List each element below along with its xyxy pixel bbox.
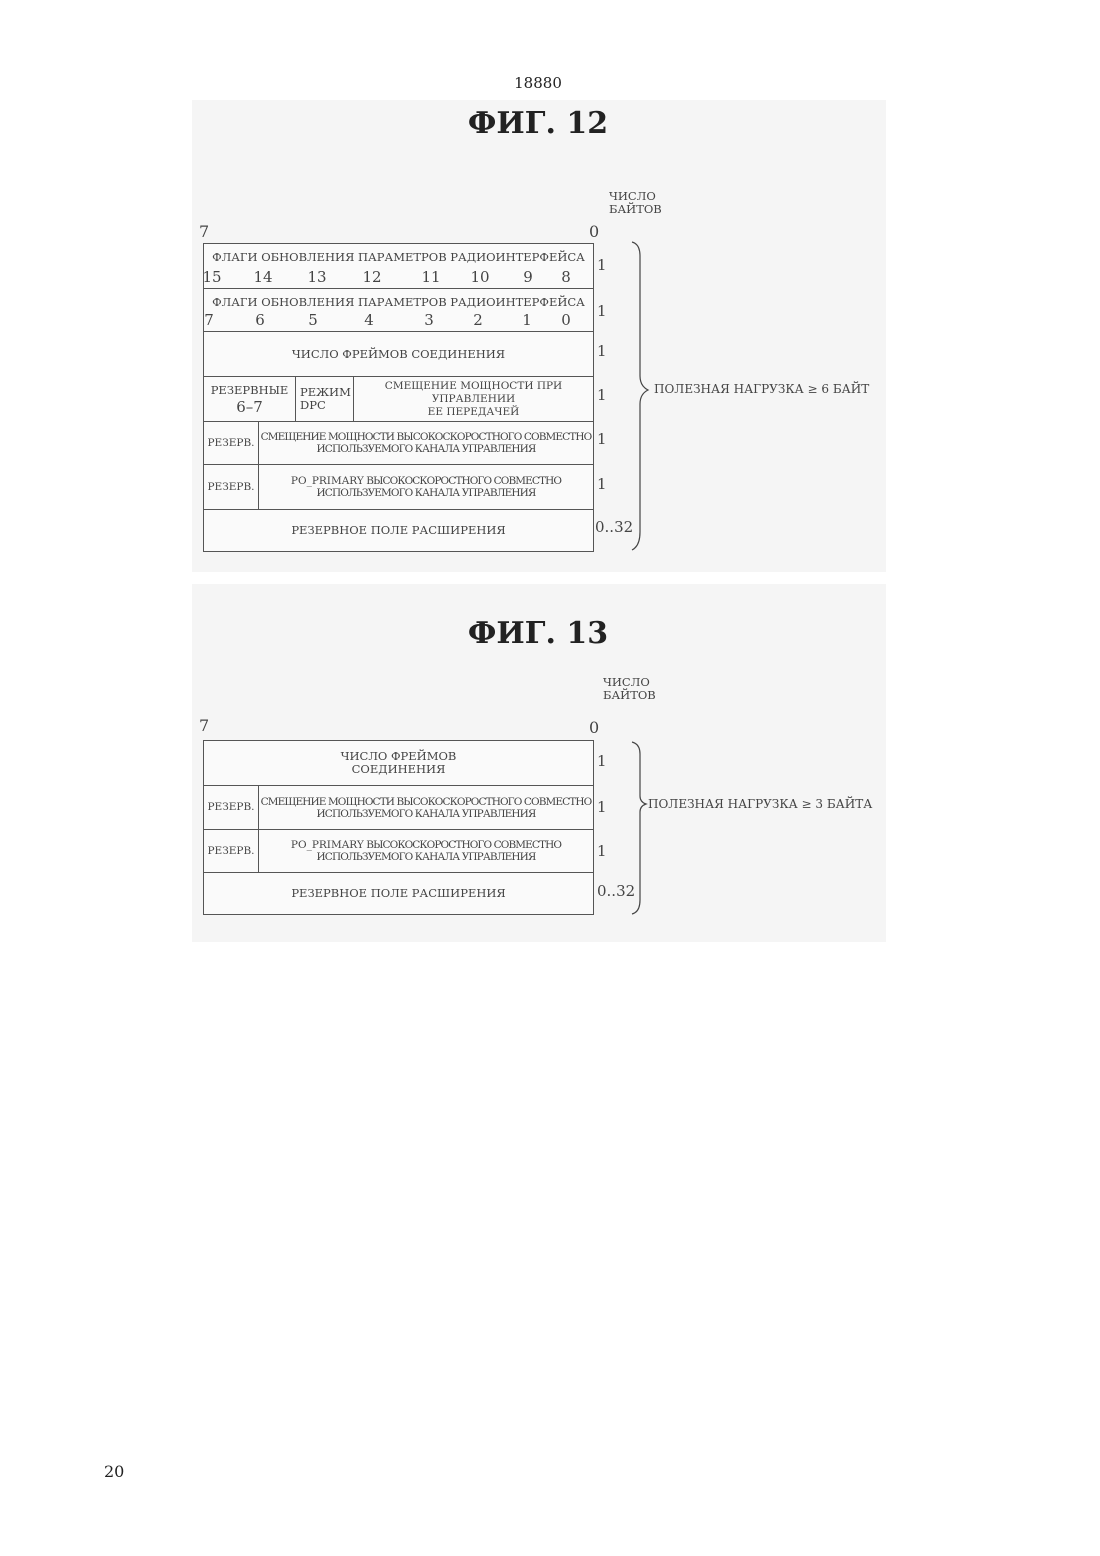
fig12-frame-table: ФЛАГИ ОБНОВЛЕНИЯ ПАРАМЕТРОВ РАДИОИНТЕРФЕ… (203, 243, 594, 552)
bit-15: 15 (202, 268, 221, 286)
fig13-frame-table: ЧИСЛО ФРЕЙМОВ СОЕДИНЕНИЯ РЕЗЕРВ. СМЕЩЕНИ… (203, 740, 594, 915)
po-primary-reserved: РЕЗЕРВ. (204, 830, 259, 872)
fig13-lsb-label: 0 (589, 718, 599, 737)
cfn-row: ЧИСЛО ФРЕЙМОВ СОЕДИНЕНИЯ (204, 332, 593, 377)
bit-0: 0 (561, 311, 571, 329)
fig13-bytes-po-primary: 1 (597, 842, 607, 860)
po-primary-field: PO_PRIMARY ВЫСОКОСКОРОСТНОГО СОВМЕСТНО И… (259, 465, 593, 509)
po-primary-reserved: РЕЗЕРВ. (204, 465, 259, 509)
fig12-payload-brace (628, 240, 652, 552)
fig12-msb-label: 7 (199, 222, 209, 241)
bit-10: 10 (470, 268, 489, 286)
bytes-caption-line2: БАЙТОВ (609, 203, 662, 216)
flags-low-bits: 7 6 5 4 3 2 1 0 (204, 311, 593, 329)
hs-offset-reserved: РЕЗЕРВ. (204, 786, 259, 829)
flags-low-row: ФЛАГИ ОБНОВЛЕНИЯ ПАРАМЕТРОВ РАДИОИНТЕРФЕ… (204, 289, 593, 332)
reserved-bits: 6–7 (236, 401, 263, 414)
cfn-line2: СОЕДИНЕНИЯ (352, 763, 446, 776)
fig13-bytes-hs-offset: 1 (597, 798, 607, 816)
fig12-bytes-cfn: 1 (597, 342, 607, 360)
tpc-offset-line1: СМЕЩЕНИЕ МОЩНОСТИ ПРИ УПРАВЛЕНИИ (354, 380, 593, 406)
spare-extension-field: РЕЗЕРВНОЕ ПОЛЕ РАСШИРЕНИЯ (204, 510, 593, 551)
spare-extension-row: РЕЗЕРВНОЕ ПОЛЕ РАСШИРЕНИЯ (204, 873, 593, 914)
hs-offset-line1: СМЕЩЕНИЕ МОЩНОСТИ ВЫСОКОСКОРОСТНОГО СОВМ… (261, 796, 592, 808)
document-number: 18880 (0, 74, 1076, 92)
tpc-offset-field: СМЕЩЕНИЕ МОЩНОСТИ ПРИ УПРАВЛЕНИИ ЕЕ ПЕРЕ… (354, 377, 593, 421)
fig12-payload-label: ПОЛЕЗНАЯ НАГРУЗКА ≥ 6 БАЙТ (654, 382, 869, 396)
dpc-mode-line2: DPC (300, 399, 326, 412)
po-primary-rest: ВЫСОКОСКОРОСТНОГО СОВМЕСТНО (366, 839, 561, 851)
dpc-mode-field: РЕЖИМ DPC (296, 377, 354, 421)
fig13-bytes-caption: ЧИСЛО БАЙТОВ (603, 676, 656, 702)
hs-offset-line2: ИСПОЛЬЗУЕМОГО КАНАЛА УПРАВЛЕНИЯ (317, 443, 536, 455)
po-primary-field: PO_PRIMARY ВЫСОКОСКОРОСТНОГО СОВМЕСТНО И… (259, 830, 593, 872)
fig12-bytes-dpc: 1 (597, 386, 607, 404)
fig12-bytes-hs-offset: 1 (597, 430, 607, 448)
bit-7: 7 (204, 311, 214, 329)
hs-offset-row: РЕЗЕРВ. СМЕЩЕНИЕ МОЩНОСТИ ВЫСОКОСКОРОСТН… (204, 786, 593, 830)
fig12-bytes-caption: ЧИСЛО БАЙТОВ (609, 190, 662, 216)
hs-offset-line2: ИСПОЛЬЗУЕМОГО КАНАЛА УПРАВЛЕНИЯ (317, 808, 536, 820)
po-primary-prefix: PO_PRIMARY (291, 475, 364, 487)
bit-8: 8 (561, 268, 571, 286)
fig12-title: ФИГ. 12 (0, 106, 1076, 141)
cfn-row: ЧИСЛО ФРЕЙМОВ СОЕДИНЕНИЯ (204, 741, 593, 786)
po-primary-line2: ИСПОЛЬЗУЕМОГО КАНАЛА УПРАВЛЕНИЯ (317, 487, 536, 499)
hs-scch-power-offset-field: СМЕЩЕНИЕ МОЩНОСТИ ВЫСОКОСКОРОСТНОГО СОВМ… (259, 422, 593, 464)
bit-1: 1 (522, 311, 532, 329)
fig12-lsb-label: 0 (589, 222, 599, 241)
fig13-title: ФИГ. 13 (0, 616, 1076, 651)
fig12-bytes-flags-high: 1 (597, 256, 607, 274)
hs-offset-line1: СМЕЩЕНИЕ МОЩНОСТИ ВЫСОКОСКОРОСТНОГО СОВМ… (261, 431, 592, 443)
po-primary-rest: ВЫСОКОСКОРОСТНОГО СОВМЕСТНО (366, 475, 561, 487)
bit-14: 14 (253, 268, 272, 286)
po-primary-row: РЕЗЕРВ. PO_PRIMARY ВЫСОКОСКОРОСТНОГО СОВ… (204, 830, 593, 873)
bit-11: 11 (421, 268, 440, 286)
flags-high-bits: 15 14 13 12 11 10 9 8 (204, 268, 593, 286)
hs-offset-row: РЕЗЕРВ. СМЕЩЕНИЕ МОЩНОСТИ ВЫСОКОСКОРОСТН… (204, 422, 593, 465)
spare-extension-field: РЕЗЕРВНОЕ ПОЛЕ РАСШИРЕНИЯ (204, 873, 593, 914)
po-primary-line1: PO_PRIMARY ВЫСОКОСКОРОСТНОГО СОВМЕСТНО (291, 475, 561, 487)
po-primary-line2: ИСПОЛЬЗУЕМОГО КАНАЛА УПРАВЛЕНИЯ (317, 851, 536, 863)
cfn-field: ЧИСЛО ФРЕЙМОВ СОЕДИНЕНИЯ (204, 741, 593, 785)
po-primary-line1: PO_PRIMARY ВЫСОКОСКОРОСТНОГО СОВМЕСТНО (291, 839, 561, 851)
reserved-label: РЕЗЕРВНЫЕ (211, 384, 289, 397)
flags-low-label: ФЛАГИ ОБНОВЛЕНИЯ ПАРАМЕТРОВ РАДИОИНТЕРФЕ… (204, 295, 593, 309)
cfn-field: ЧИСЛО ФРЕЙМОВ СОЕДИНЕНИЯ (204, 332, 593, 376)
fig12-bytes-po-primary: 1 (597, 475, 607, 493)
bit-4: 4 (364, 311, 374, 329)
po-primary-prefix: PO_PRIMARY (291, 839, 364, 851)
reserved-6-7-field: РЕЗЕРВНЫЕ 6–7 (204, 377, 296, 421)
po-primary-row: РЕЗЕРВ. PO_PRIMARY ВЫСОКОСКОРОСТНОГО СОВ… (204, 465, 593, 510)
bit-5: 5 (308, 311, 318, 329)
fig13-bytes-cfn: 1 (597, 752, 607, 770)
fig12-bytes-flags-low: 1 (597, 302, 607, 320)
hs-scch-power-offset-field: СМЕЩЕНИЕ МОЩНОСТИ ВЫСОКОСКОРОСТНОГО СОВМ… (259, 786, 593, 829)
bit-6: 6 (255, 311, 265, 329)
bit-9: 9 (523, 268, 533, 286)
flags-high-row: ФЛАГИ ОБНОВЛЕНИЯ ПАРАМЕТРОВ РАДИОИНТЕРФЕ… (204, 244, 593, 289)
dpc-row: РЕЗЕРВНЫЕ 6–7 РЕЖИМ DPC СМЕЩЕНИЕ МОЩНОСТ… (204, 377, 593, 422)
bit-3: 3 (424, 311, 434, 329)
page-number: 20 (104, 1462, 124, 1481)
bit-2: 2 (473, 311, 483, 329)
hs-offset-reserved: РЕЗЕРВ. (204, 422, 259, 464)
bytes-caption-line2: БАЙТОВ (603, 689, 656, 702)
fig13-payload-label: ПОЛЕЗНАЯ НАГРУЗКА ≥ 3 БАЙТА (648, 797, 872, 811)
bit-13: 13 (307, 268, 326, 286)
spare-extension-row: РЕЗЕРВНОЕ ПОЛЕ РАСШИРЕНИЯ (204, 510, 593, 551)
fig13-msb-label: 7 (199, 716, 209, 735)
flags-high-label: ФЛАГИ ОБНОВЛЕНИЯ ПАРАМЕТРОВ РАДИОИНТЕРФЕ… (204, 250, 593, 264)
tpc-offset-line2: ЕЕ ПЕРЕДАЧЕЙ (428, 406, 520, 419)
fig13-payload-brace (628, 740, 652, 916)
bit-12: 12 (362, 268, 381, 286)
